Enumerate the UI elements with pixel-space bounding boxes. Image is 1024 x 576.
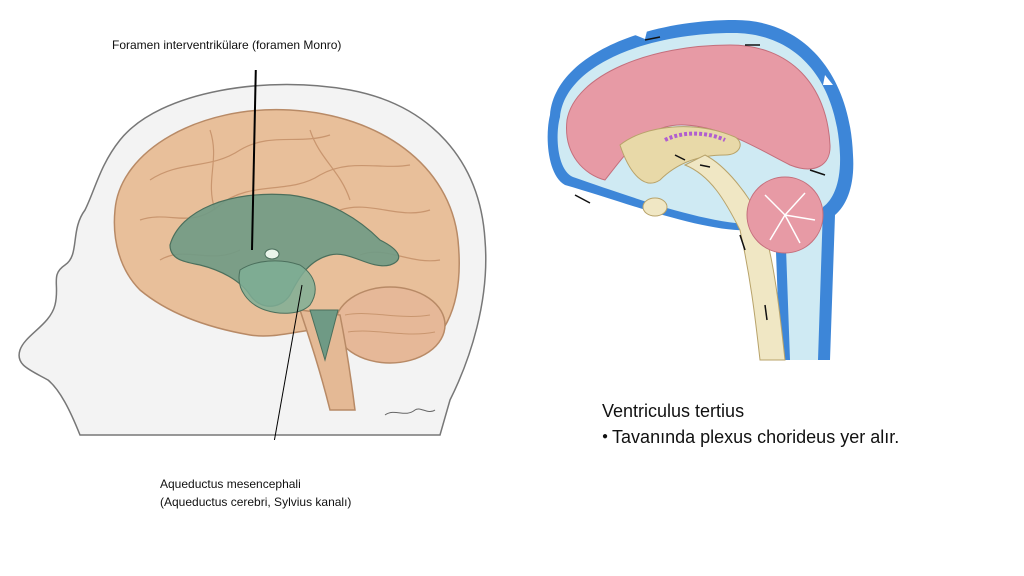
- third-ventricle: [238, 260, 316, 314]
- caption-block: Ventriculus tertius ● Tavanında plexus c…: [602, 398, 899, 450]
- caption-point: Tavanında plexus chorideus yer alır.: [612, 427, 900, 447]
- aqueduct-label-line2: (Aqueductus cerebri, Sylvius kanalı): [160, 495, 352, 509]
- csf-flow-arrows: [574, 36, 826, 321]
- sagittal-brainstem: [683, 154, 786, 361]
- fourth-ventricle: [309, 309, 339, 362]
- foramen-marker: [264, 248, 280, 260]
- pituitary: [642, 197, 668, 217]
- cerebellum: [334, 286, 446, 364]
- caption-title: Ventriculus tertius: [602, 401, 745, 421]
- aqueduct-label-line1: Aqueductus mesencephali: [160, 477, 301, 491]
- brain-ventricle-illustration: [18, 70, 487, 440]
- brainstem: [298, 309, 356, 411]
- foramen-label: Foramen interventrikülare (foramen Monro…: [112, 38, 342, 52]
- lateral-ventricle: [169, 193, 400, 307]
- aqueduct-pointer-line: [273, 284, 303, 440]
- artist-signature: [384, 408, 436, 416]
- caption-bullet-row: ● Tavanında plexus chorideus yer alır.: [602, 424, 899, 450]
- white-flow-arrows: [635, 31, 833, 85]
- choroid-plexus: [664, 131, 726, 142]
- diencephalon: [619, 126, 741, 184]
- bullet-icon: ●: [602, 431, 609, 442]
- sagittal-csf-illustration: [547, 20, 854, 361]
- foramen-pointer-line: [251, 70, 257, 251]
- aqueduct-label: Aqueductus mesencephali (Aqueductus cere…: [160, 475, 351, 511]
